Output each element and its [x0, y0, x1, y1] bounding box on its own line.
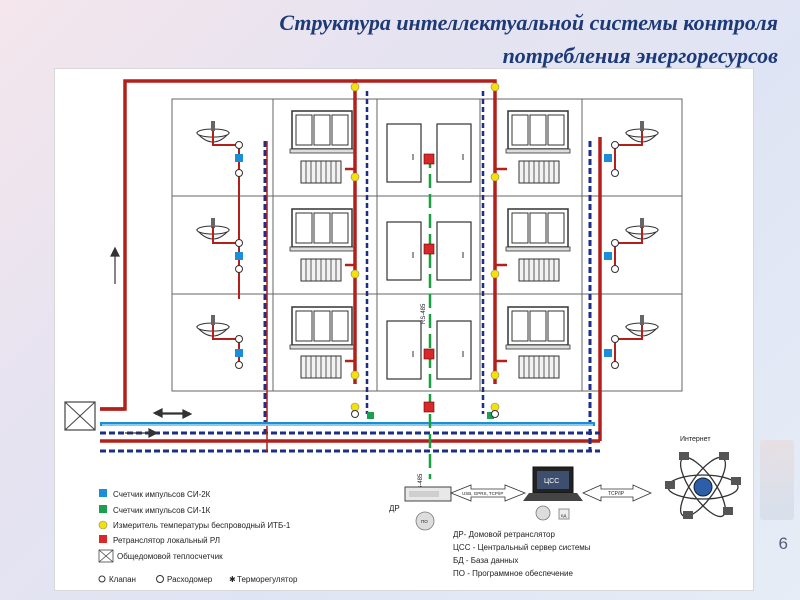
window: [289, 110, 355, 154]
legend-symbol-red: [99, 535, 107, 543]
rs485-label: RS-485: [421, 303, 427, 324]
house-repeater-device: ДР ПО: [389, 486, 452, 531]
window: [505, 110, 571, 154]
link-usb-gprs: USB, GPRS, TCP/IP: [449, 484, 527, 502]
building-heat-meter: [64, 401, 96, 431]
radiator: [300, 258, 342, 282]
link-tcpip: TCP/IP: [582, 484, 652, 502]
building-outline: [171, 98, 683, 392]
legend-symbol-yellow: [98, 520, 108, 530]
legend-item-rl: Ретранслятор локальный РЛ: [113, 536, 220, 545]
window: [289, 208, 355, 252]
windows: [289, 110, 571, 350]
abbreviations: ДР- Домовой ретранслятор ЦСС - Центральн…: [453, 530, 591, 578]
server-laptop: ЦСС БД: [523, 466, 583, 521]
internet-label: Интернет: [680, 436, 711, 443]
abbr-po: ПО - Программное обеспечение: [453, 569, 573, 578]
flow-arrow-left: [125, 408, 190, 438]
legend-item-si2k: Счетчик импульсов СИ-2К: [113, 490, 211, 499]
door: [386, 221, 422, 281]
svg-text:USB, GPRS, TCP/IP: USB, GPRS, TCP/IP: [462, 491, 503, 496]
rs485-bus: RS-485 RS-485: [418, 154, 432, 494]
window: [505, 208, 571, 252]
css-label: ЦСС: [544, 478, 559, 485]
return-pipes: [100, 91, 600, 453]
slide-number: 6: [778, 534, 788, 553]
svg-text:БД: БД: [561, 513, 567, 518]
legend-symbol-blue: [99, 489, 107, 497]
door: [386, 320, 422, 380]
slide-title: Структура интеллектуальной системы контр…: [138, 6, 778, 72]
window: [505, 306, 571, 350]
legend-item-thermoregulator: Терморегулятор: [237, 575, 298, 584]
diagram-panel: RS-485 RS-485: [54, 68, 754, 591]
legend: Счетчик импульсов СИ-2К Счетчик импульсо…: [98, 489, 298, 584]
door: [436, 221, 472, 281]
internet-cloud: Интернет: [665, 436, 741, 519]
local-repeaters: [423, 153, 435, 413]
radiator: [300, 160, 342, 184]
radiator: [518, 258, 560, 282]
legend-symbol-green: [99, 505, 107, 513]
window: [289, 306, 355, 350]
flow-arrows: [110, 246, 193, 419]
svg-text:ПО: ПО: [421, 519, 428, 524]
abbr-bd: БД - База данных: [453, 556, 518, 565]
door: [386, 123, 422, 183]
slide-title-line1: Структура интеллектуальной системы контр…: [279, 10, 778, 35]
abbr-css: ЦСС - Центральный сервер системы: [453, 543, 591, 552]
valve-icon: [98, 575, 106, 583]
temperature-sensors: [350, 82, 500, 412]
svg-text:TCP/IP: TCP/IP: [608, 491, 625, 497]
legend-item-valve: Клапан: [109, 575, 136, 584]
decorative-shape: [760, 440, 794, 520]
valves: [235, 141, 619, 418]
legend-item-itb1: Измеритель температуры беспроводный ИТБ-…: [113, 521, 291, 530]
radiator: [518, 355, 560, 379]
radiator: [518, 160, 560, 184]
rs485-bottom-label: RS-485: [418, 473, 424, 494]
slide-title-line2: потребления энергоресурсов: [502, 43, 778, 68]
radiator: [300, 355, 342, 379]
abbr-dr: ДР- Домовой ретранслятор: [453, 530, 555, 539]
cold-water-pipe: [100, 422, 595, 426]
door: [436, 320, 472, 380]
thermoregulator-icon: ✱: [229, 575, 236, 584]
hot-water-pipes: [100, 79, 643, 443]
flowmeter-icon: [156, 575, 164, 583]
system-diagram: RS-485 RS-485: [64, 79, 741, 584]
legend-item-flowmeter: Расходомер: [167, 575, 213, 584]
legend-item-si1k: Счетчик импульсов СИ-1К: [113, 506, 211, 515]
pulse-counters: [235, 154, 612, 419]
door: [436, 123, 472, 183]
legend-item-heat-meter: Общедомовой теплосчетчик: [117, 552, 223, 561]
dr-label: ДР: [389, 504, 400, 513]
